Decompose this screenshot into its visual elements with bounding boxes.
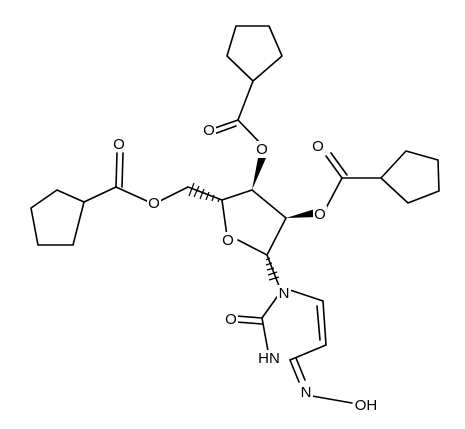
atom-label-oh: OH (355, 397, 378, 414)
wedge-bond-c3-o (252, 158, 266, 190)
hashed-bond-c1-n1 (265, 257, 280, 281)
atom-label-o-ester-right: O (314, 206, 326, 223)
cyclopentane-ring-right (380, 150, 440, 204)
atom-label-o-carbonyl-top: O (203, 122, 215, 139)
hashed-bond-c4-c5 (188, 182, 220, 203)
atom-label-n1: N (279, 285, 290, 302)
stereo-bonds (188, 158, 317, 281)
wedge-bond-c2-o (286, 209, 317, 218)
atom-label-o-ester-left: O (148, 195, 160, 212)
cyclopentane-ring-left (30, 189, 85, 246)
atom-label-o-c2: O (225, 311, 237, 328)
atom-label-o-carbonyl-right: O (312, 138, 324, 155)
atom-label-o-ring: O (222, 232, 234, 249)
atom-labels: O O O O O O O N O HN N OH (112, 122, 379, 414)
atom-label-n-oxime: N (301, 384, 312, 401)
bond-lines (30, 25, 440, 404)
cyclopentane-ring-top (226, 25, 283, 82)
atom-label-o-ester-top: O (256, 141, 268, 158)
ring-bond-c4-c3 (221, 189, 253, 201)
atom-label-o-carbonyl-left: O (113, 136, 125, 153)
atom-label-n3h: HN (258, 350, 280, 367)
